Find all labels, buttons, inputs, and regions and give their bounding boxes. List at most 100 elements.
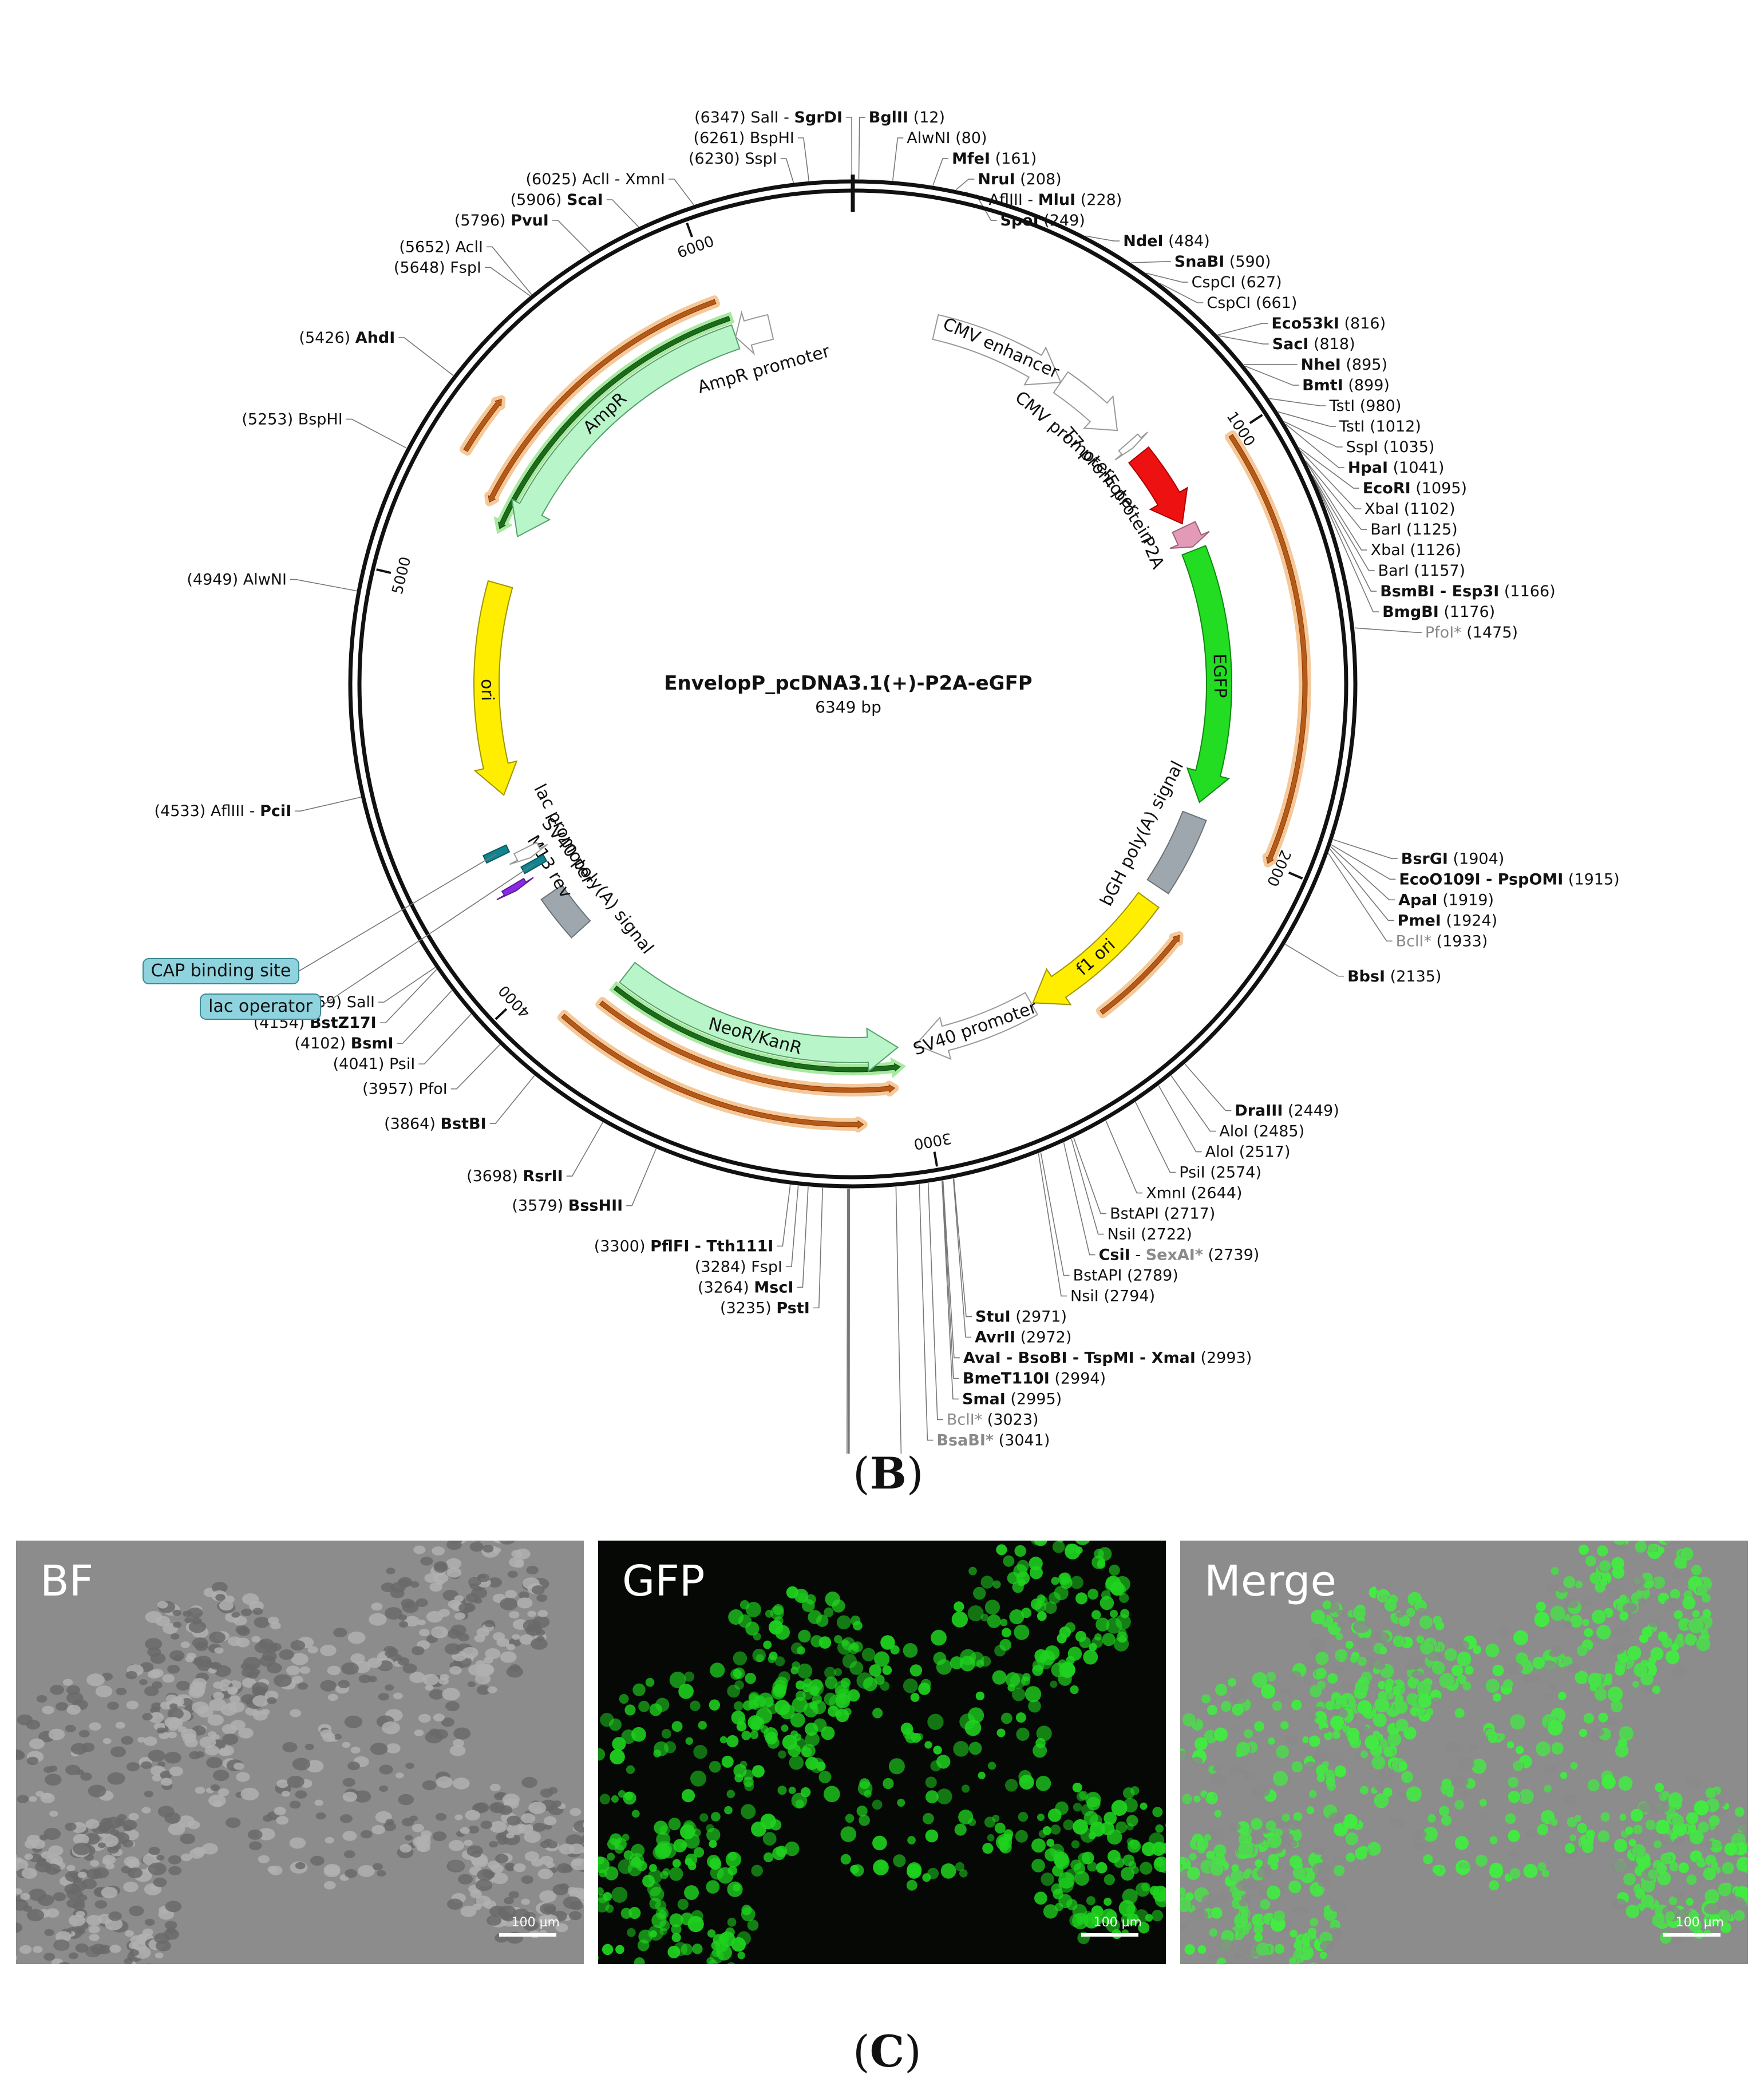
site-leader (1354, 627, 1422, 633)
feature-ori: ori (473, 580, 518, 797)
restriction-site-label: (5648) FspI (394, 259, 481, 276)
restriction-site-label: BarI (1157) (1378, 562, 1466, 580)
restriction-site-label: SpeI (249) (1000, 212, 1085, 229)
restriction-site-label: (3284) FspI (695, 1258, 782, 1276)
feature-sv40-promoter: SV40 promoter (911, 992, 1040, 1060)
scale-label-gfp: 100 µm (1093, 1915, 1142, 1930)
site-leader (932, 158, 949, 186)
site-leader (1105, 1120, 1143, 1194)
restriction-site-label: BbsI (2135) (1347, 968, 1441, 985)
site-leader (919, 1184, 934, 1441)
scale-label-bf: 100 µm (511, 1915, 560, 1930)
restriction-site-label: NdeI (484) (1123, 232, 1209, 250)
micrograph-bf: BF 100 µm (16, 1541, 584, 1964)
site-leader (1063, 1142, 1095, 1256)
legend-cap-binding-site: CAP binding site (143, 958, 299, 984)
tick-mark (686, 222, 693, 237)
restriction-site-label: AloI (2485) (1219, 1123, 1304, 1141)
site-leader (484, 267, 531, 296)
site-leader (1285, 423, 1344, 468)
restriction-site-label: NheI (895) (1301, 356, 1387, 374)
tick-label: 3000 (912, 1129, 952, 1153)
site-leader (942, 1180, 959, 1379)
primer-arrows (460, 295, 1311, 1133)
restriction-site-label: TstI (980) (1329, 397, 1402, 415)
site-leader (848, 1188, 850, 1454)
restriction-site-label: BclI* (1933) (1396, 932, 1488, 950)
site-leader (1316, 484, 1379, 612)
restriction-site-label: EagI (3088) (911, 1452, 1004, 1454)
restriction-site-label: (4041) PsiI (333, 1055, 416, 1073)
restriction-site-label: BclI* (3023) (947, 1411, 1039, 1429)
restriction-site-label: AvaI - BsoBI - TspMI - XmaI (2993) (963, 1349, 1252, 1367)
restriction-site-label: PfoI* (1475) (1425, 624, 1518, 642)
site-leader (1330, 846, 1395, 901)
site-leader (1184, 1063, 1232, 1111)
micrograph-merge: Merge 100 µm (1180, 1541, 1748, 1964)
panel-label-c: (C) (853, 2026, 921, 2077)
scale-bar-gfp (1081, 1933, 1138, 1937)
restriction-site-label: (5253) BspHI (242, 410, 342, 428)
primer-arrow (484, 295, 720, 506)
restriction-site-label: HpaI (1041) (1348, 459, 1445, 477)
scale-bar-bf (499, 1933, 556, 1937)
site-leader (848, 1188, 849, 1454)
restriction-site-label: BmtI (899) (1302, 377, 1390, 394)
feature-cmv-enhancer: CMV enhancer (932, 314, 1062, 386)
primer-arrow (460, 395, 506, 456)
site-leader (398, 337, 454, 376)
site-leader (955, 179, 975, 191)
site-leader (1085, 235, 1120, 242)
site-leader (566, 1122, 603, 1177)
site-leader (487, 246, 532, 295)
tick-mark (933, 1151, 939, 1167)
site-leader (1306, 461, 1367, 551)
restriction-site-label: PsiI (2574) (1179, 1164, 1261, 1182)
plasmid-size: 6349 bp (815, 698, 881, 717)
restriction-site-label: (5426) AhdI (299, 329, 395, 347)
site-leader (1300, 450, 1362, 509)
feature-f1-ori: f1 ori (1032, 892, 1160, 1006)
site-leader (858, 117, 865, 180)
restriction-site-label: (3300) PflFI - Tth111I (594, 1237, 774, 1255)
restriction-site-label: (3579) BssHII (512, 1197, 623, 1215)
site-leader (1071, 1138, 1104, 1235)
restriction-site-label: (6347) SalI - SgrDI (694, 109, 843, 126)
site-leader (1305, 460, 1367, 530)
tick-mark (1249, 414, 1263, 425)
restriction-site-label: BsmBI - Esp3I (1166) (1380, 583, 1555, 600)
site-leader (552, 220, 591, 254)
restriction-site-label: SnaBI (590) (1174, 253, 1271, 271)
tick-label: 6000 (675, 233, 716, 262)
legend-label: CAP binding site (151, 961, 291, 981)
restriction-site-label: StuI (2971) (975, 1308, 1067, 1326)
site-leader (418, 1014, 472, 1064)
site-leader (1269, 398, 1326, 406)
restriction-site-label: DraIII (2449) (1235, 1102, 1339, 1120)
feature-label-egfp: EGFP (1209, 654, 1230, 698)
site-leader (295, 797, 361, 812)
site-leader (785, 1185, 799, 1268)
tick-mark (495, 1008, 508, 1020)
feature-bgh-poly-a-signal: bGH poly(A) signal (1096, 758, 1207, 909)
plasmid-backbone (348, 175, 1358, 1189)
micrograph-gfp: GFP 100 µm (598, 1541, 1166, 1964)
site-leader (450, 1044, 500, 1090)
restriction-site-label: SacI (818) (1272, 335, 1355, 353)
site-leader (290, 579, 357, 592)
restriction-site-label: BarI (1125) (1370, 521, 1458, 539)
restriction-site-label: AflIII - MluI (228) (988, 191, 1122, 209)
restriction-site-label: NruI (208) (978, 171, 1061, 188)
tick-label: 5000 (389, 555, 415, 596)
site-leader (953, 1178, 972, 1317)
restriction-site-label: AvrII (2972) (975, 1329, 1071, 1347)
restriction-site-label: (3235) PstI (720, 1299, 810, 1317)
restriction-site-label: BstAPI (2717) (1110, 1205, 1215, 1223)
restriction-site-label: Eco53kI (816) (1271, 315, 1386, 332)
micrograph-title-bf: BF (40, 1557, 94, 1606)
restriction-site-label: CspCI (627) (1192, 274, 1282, 291)
restriction-site-label: AlwNI (80) (907, 129, 987, 147)
site-leader (397, 990, 452, 1044)
restriction-site-label: SspI (1035) (1346, 438, 1435, 456)
